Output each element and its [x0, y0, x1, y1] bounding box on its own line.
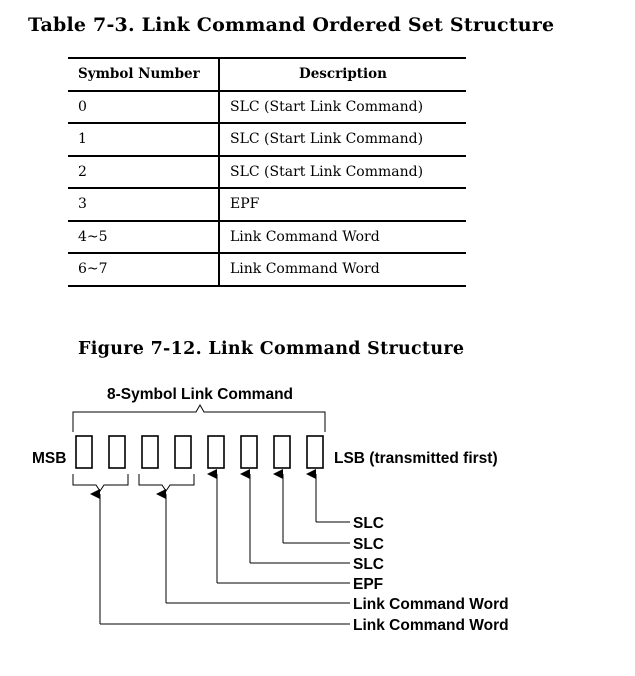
description-cell: SLC (Start Link Command): [219, 154, 466, 189]
bottom-brace-left: [72, 474, 129, 492]
msb-label: MSB: [32, 450, 66, 467]
column-header-symbol-number: Symbol Number: [68, 57, 220, 92]
description-cell: Link Command Word: [219, 219, 466, 254]
description-cell: EPF: [219, 187, 466, 222]
symbol-box: [141, 435, 159, 469]
table-row: 6~7 Link Command Word: [68, 252, 466, 287]
description-cell: Link Command Word: [219, 252, 466, 287]
bottom-brace-right: [138, 474, 195, 492]
symbol-number-cell: 3: [68, 187, 220, 222]
table-row: 4~5 Link Command Word: [68, 219, 466, 254]
ordered-set-table: Symbol Number Description 0 SLC (Start L…: [68, 57, 466, 287]
symbol-number-cell: 6~7: [68, 252, 220, 287]
symbol-box: [75, 435, 93, 469]
callout-label: Link Command Word: [353, 596, 509, 613]
symbol-number-cell: 1: [68, 122, 220, 157]
callout-label: SLC: [353, 536, 384, 553]
symbol-number-cell: 0: [68, 89, 220, 124]
description-cell: SLC (Start Link Command): [219, 122, 466, 157]
table-row: 1 SLC (Start Link Command): [68, 122, 466, 157]
lsb-label: LSB (transmitted first): [334, 450, 498, 467]
table-header-row: Symbol Number Description: [68, 57, 466, 92]
symbol-box: [306, 435, 324, 469]
link-command-structure-diagram: 8-Symbol Link Command MSB LSB (transmitt…: [32, 386, 509, 634]
brace-label: 8-Symbol Link Command: [107, 386, 293, 403]
symbol-box: [174, 435, 192, 469]
symbol-number-cell: 2: [68, 154, 220, 189]
callout-label: SLC: [353, 515, 384, 532]
symbol-box: [207, 435, 225, 469]
symbol-number-cell: 4~5: [68, 219, 220, 254]
symbol-box: [108, 435, 126, 469]
callout-label: SLC: [353, 556, 384, 573]
callout-label: EPF: [353, 576, 383, 593]
description-cell: SLC (Start Link Command): [219, 89, 466, 124]
symbol-box: [273, 435, 291, 469]
table-row: 0 SLC (Start Link Command): [68, 89, 466, 124]
top-brace: [72, 403, 326, 432]
column-header-description: Description: [219, 57, 466, 92]
table-row: 2 SLC (Start Link Command): [68, 154, 466, 189]
table-row: 3 EPF: [68, 187, 466, 222]
figure-caption: Figure 7-12. Link Command Structure: [78, 339, 465, 359]
symbol-box: [240, 435, 258, 469]
callout-label: Link Command Word: [353, 617, 509, 634]
table-caption: Table 7-3. Link Command Ordered Set Stru…: [28, 14, 555, 36]
